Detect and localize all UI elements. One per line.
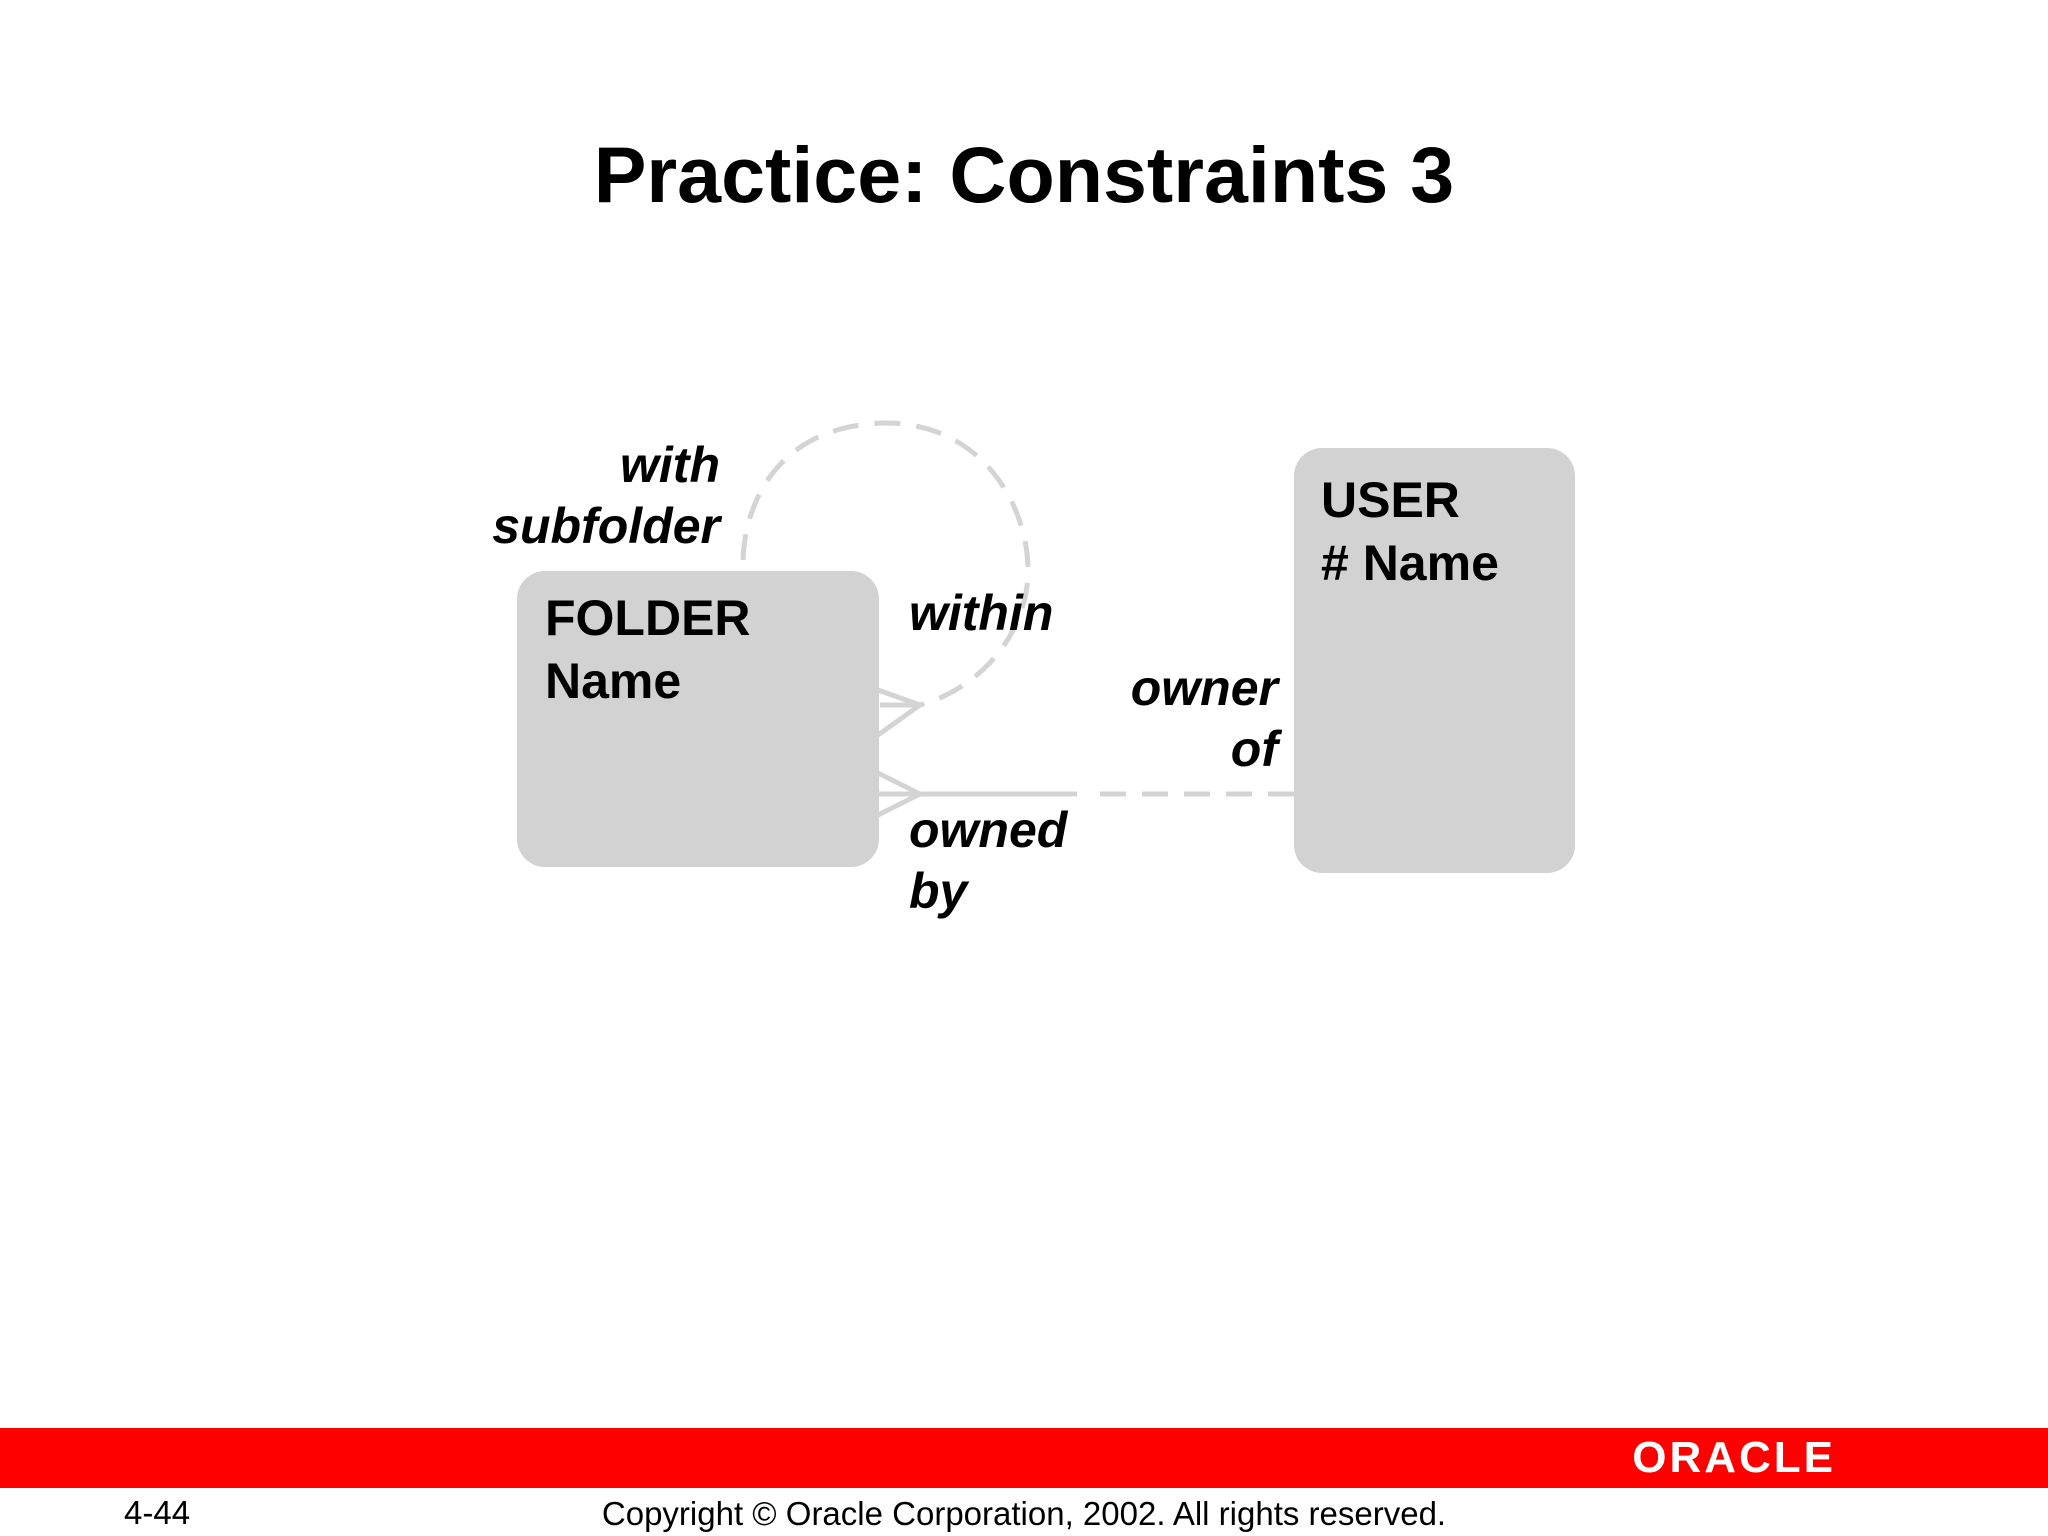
label-owned: owned — [909, 802, 1068, 858]
label-within: within — [909, 585, 1054, 641]
page-number: 4-44 — [124, 1494, 191, 1531]
footer-red-bar — [0, 1428, 2048, 1488]
folder-entity-attribute: Name — [545, 653, 682, 709]
oracle-logo: ORACLE — [1632, 1433, 1836, 1482]
label-subfolder: subfolder — [492, 498, 720, 554]
label-by: by — [909, 863, 968, 919]
label-with-subfolder: with subfolder — [440, 435, 720, 557]
ownership-relationship-solid — [876, 770, 1077, 818]
recursive-relationship-line — [740, 420, 1031, 708]
label-with: with — [620, 437, 720, 493]
folder-entity-name: FOLDER — [545, 590, 751, 646]
label-owned-by: owned by — [909, 800, 1067, 922]
folder-entity-label: FOLDER Name — [545, 587, 751, 713]
user-entity-label: USER # Name — [1321, 469, 1499, 595]
copyright-notice: Copyright © Oracle Corporation, 2002. Al… — [601, 1495, 1447, 1532]
user-entity-attribute: # Name — [1321, 535, 1499, 591]
recursive-crows-foot — [876, 687, 922, 738]
slide-title: Practice: Constraints 3 — [593, 130, 1455, 219]
user-entity-box[interactable] — [1294, 448, 1575, 873]
label-owner: owner — [1130, 660, 1278, 716]
label-owner-of: owner of — [1060, 658, 1278, 780]
folder-entity-box[interactable] — [517, 571, 879, 867]
label-of: of — [1230, 721, 1278, 777]
user-entity-name: USER — [1321, 472, 1460, 528]
